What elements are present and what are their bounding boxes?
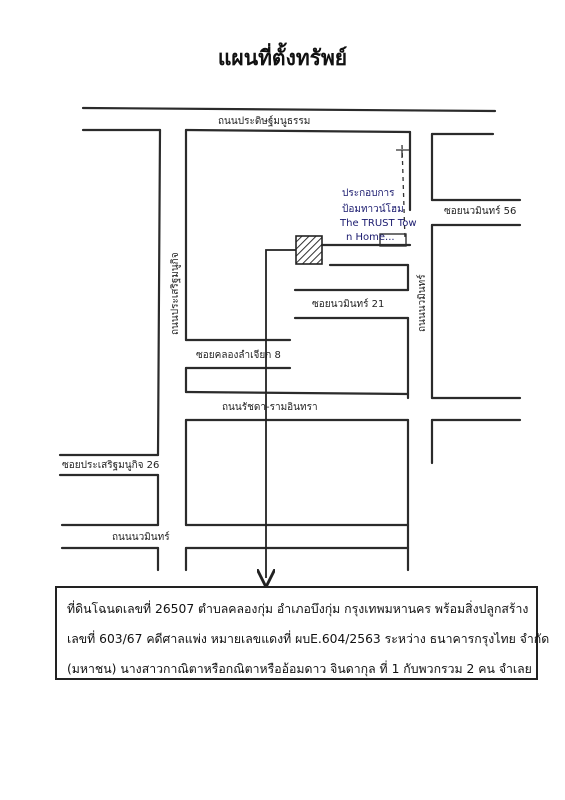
road-lower	[58, 418, 434, 572]
landmark-line-4: n Home...	[346, 232, 395, 243]
landmark-line-2: ป้อมทาวน์โฮม	[342, 202, 404, 215]
page-title: แผนที่ตั้งทรัพย์	[217, 46, 348, 70]
label-soi-56: ซอยนวมินทร์ 56	[444, 205, 516, 217]
label-nawamin-21: ซอยนวมินทร์ 21	[312, 298, 384, 310]
label-top-main: ถนนประดิษฐ์มนูธรรม	[218, 115, 310, 127]
caption-line-3: (มหาชน) นางสาวกาณิตาหรือกณิตาหรืออ้อมดาว…	[67, 662, 532, 676]
pointer-arrow	[266, 249, 296, 578]
road-left-vertical	[156, 128, 188, 457]
landmark-line-1: ประกอบการ	[342, 188, 395, 199]
road-property-access	[320, 243, 412, 267]
label-left-vertical: ถนนประเสริฐมนูกิจ	[170, 252, 181, 335]
road-top-main	[81, 106, 497, 136]
road-soi-khlong	[184, 338, 292, 370]
road-nawamin-21	[293, 288, 410, 320]
caption-line-1: ที่ดินโฉนดเลขที่ 26507 ตำบลคลองกุ่ม อำเภ…	[67, 602, 529, 616]
road-soi-56	[430, 198, 522, 227]
property-marker	[295, 235, 323, 265]
label-middle-road: ถนนรัชดา-รามอินทรา	[222, 402, 318, 413]
label-soi-khlong: ซอยคลองลำเจียก 8	[196, 349, 281, 361]
caption-line-2: เลขที่ 603/67 คดีศาลแพ่ง หมายเลขแดงที่ ผ…	[67, 632, 550, 646]
landmark-line-3: The TRUST Tow	[339, 218, 417, 229]
landmark-label: ประกอบการ ป้อมทาวน์โฮม The TRUST Tow n H…	[339, 188, 417, 243]
road-right-vertical	[406, 130, 434, 400]
road-middle	[184, 390, 522, 422]
label-bottom-left: ถนนนวมินทร์	[112, 531, 170, 543]
property-description-box: ที่ดินโฉนดเลขที่ 26507 ตำบลคลองกุ่ม อำเภ…	[55, 586, 550, 680]
t-marker	[396, 149, 409, 158]
label-nawamin-vertical: ถนนนวมินทร์	[416, 274, 428, 332]
label-soi-lower-left: ซอยประเสริฐมนูกิจ 26	[62, 460, 159, 471]
